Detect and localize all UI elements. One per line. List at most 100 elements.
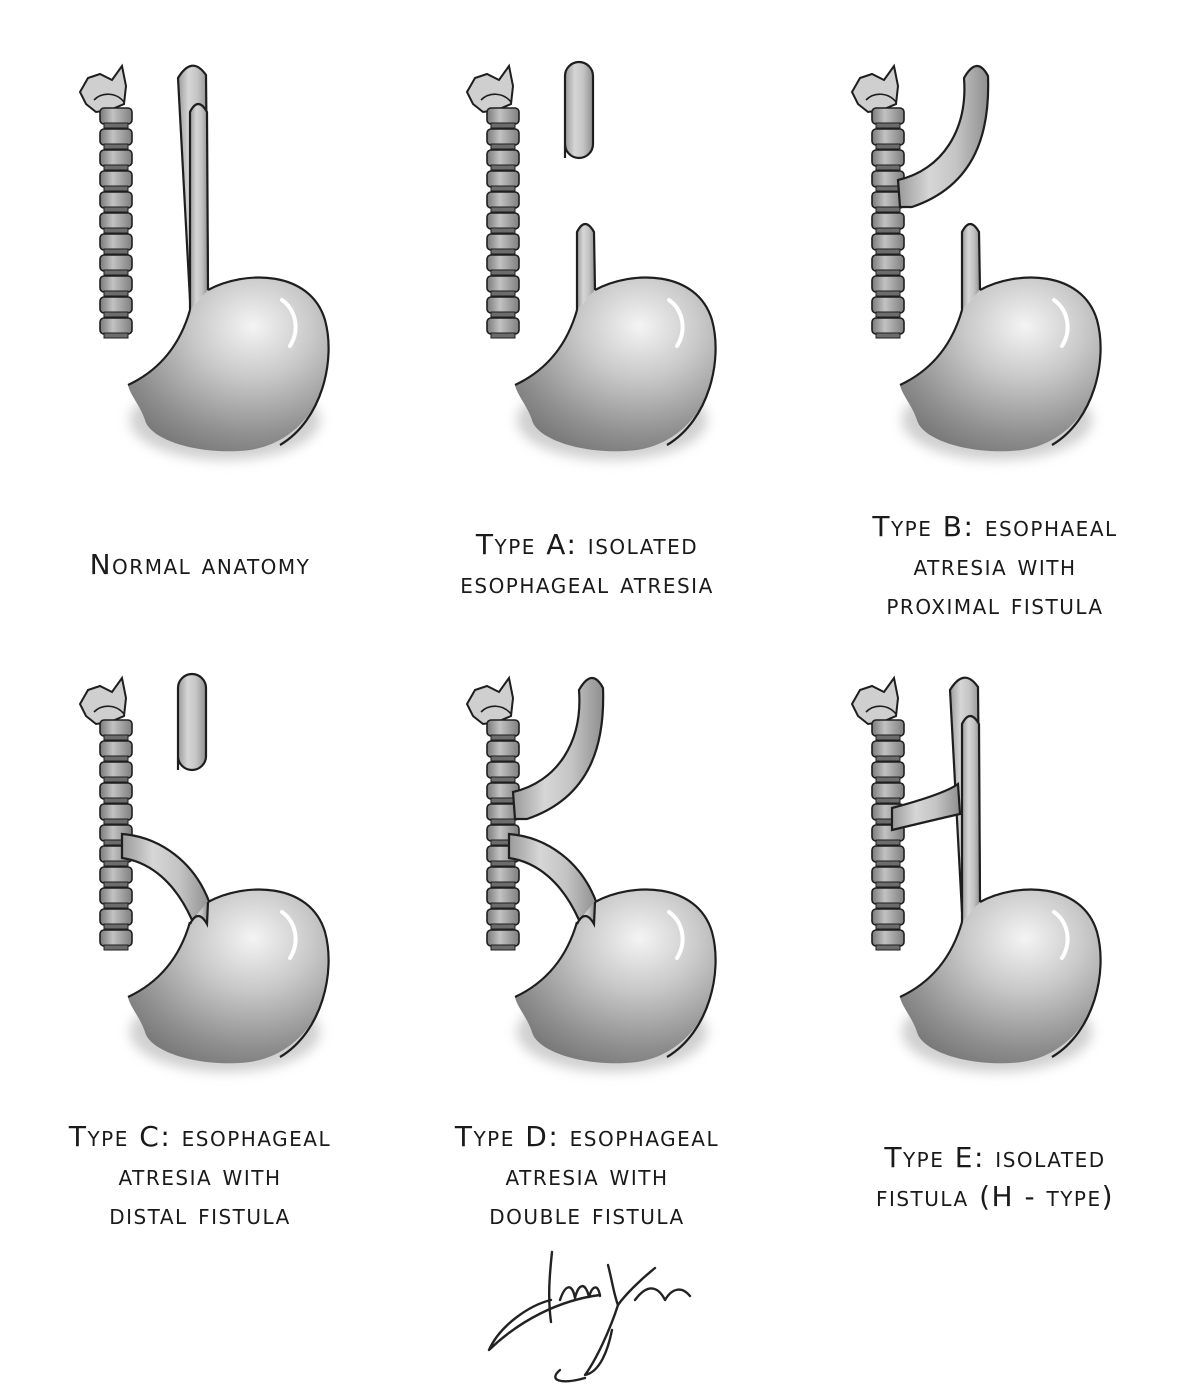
trachea-ring [871,233,905,251]
trachea-ring [871,719,905,737]
stomach [128,277,330,452]
caption-line: Type B: esophaeal [872,510,1118,543]
caption-line: Type E: isolated [884,1141,1106,1174]
trachea-ring [871,107,905,125]
caption-type-b: Type B: esophaeal atresia with proximal fi… [805,507,1185,624]
proximal-esophageal-pouch [563,60,595,160]
panel-type-e [850,675,1102,1072]
larynx [465,675,515,726]
trachea-ring [871,887,905,905]
caption-type-d: Type D: esophageal atresia with double fis… [397,1117,777,1234]
larynx [850,675,900,726]
caption-line: atresia with [505,1159,669,1192]
trachea-ring [99,803,133,821]
caption-line: atresia with [913,549,1077,582]
trachea-ring [871,317,905,335]
caption-normal: Normal anatomy [10,545,390,584]
trachea-ring [871,908,905,926]
trachea-ring [99,254,133,272]
trachea-ring [486,908,520,926]
distal-fistula [507,832,599,922]
trachea-ring [486,233,520,251]
trachea-ring [486,128,520,146]
trachea-ring [99,740,133,758]
caption-line: Type D: esophageal [454,1120,720,1153]
proximal-fistula [896,64,990,209]
trachea-ring [99,761,133,779]
trachea-ring [99,317,133,335]
trachea-ring [871,782,905,800]
stomach [900,277,1102,452]
caption-line: fistula (H - type) [875,1180,1115,1213]
trachea-ring [486,866,520,884]
distal-esophagus [960,222,982,310]
trachea-ring [871,761,905,779]
distal-esophagus [188,901,210,928]
trachea-ring [486,887,520,905]
h-type-fistula [890,781,962,832]
trachea-ring [871,929,905,947]
trachea-ring [486,107,520,125]
trachea-ring [486,740,520,758]
caption-line: esophageal atresia [460,567,714,600]
distal-esophagus [960,714,982,922]
trachea-ring [99,866,133,884]
trachea-ring [99,296,133,314]
larynx [850,63,900,114]
panel-type-c [78,672,330,1072]
trachea-ring [99,107,133,125]
caption-line: Type A: isolated [475,528,699,561]
trachea-ring [871,275,905,293]
trachea-ring [99,128,133,146]
caption-type-c: Type C: esophageal atresia with distal fis… [10,1117,390,1234]
trachea-ring [871,296,905,314]
trachea-ring [486,275,520,293]
caption-type-e: Type E: isolated fistula (H - type) [805,1138,1185,1216]
panel-type-d [465,675,717,1072]
trachea-ring [871,212,905,230]
trachea-ring [99,929,133,947]
proximal-fistula [511,676,605,821]
larynx [78,63,128,114]
trachea-ring [99,212,133,230]
trachea-ring [99,782,133,800]
trachea-ring [871,866,905,884]
caption-line: Type C: esophageal [68,1120,332,1153]
trachea-ring [486,254,520,272]
distal-fistula [120,832,212,922]
trachea-ring [871,740,905,758]
distal-esophagus [575,901,597,928]
trachea-ring [486,170,520,188]
trachea-ring [871,128,905,146]
distal-esophagus [575,222,597,310]
panel-type-a [465,60,717,460]
trachea-ring [99,170,133,188]
artist-signature [487,1250,692,1383]
stomach [515,277,717,452]
caption-line: distal fistula [109,1198,291,1231]
trachea-ring [486,212,520,230]
trachea-ring [99,275,133,293]
trachea-ring [99,908,133,926]
trachea-ring [99,887,133,905]
larynx [465,63,515,114]
trachea-ring [486,149,520,167]
trachea-ring [871,254,905,272]
trachea-ring [99,719,133,737]
trachea-ring [486,191,520,209]
stomach [515,889,717,1064]
distal-esophagus [188,102,210,310]
caption-line: double fistula [489,1198,685,1231]
caption-type-a: Type A: isolated esophageal atresia [397,525,777,603]
trachea-ring [486,929,520,947]
trachea-ring [486,317,520,335]
larynx [78,675,128,726]
panel-normal [78,63,330,460]
trachea-ring [486,296,520,314]
trachea-ring [99,233,133,251]
caption-line: proximal fistula [886,588,1104,621]
panel-type-b [850,63,1102,460]
stomach [128,889,330,1064]
caption-line: atresia with [118,1159,282,1192]
